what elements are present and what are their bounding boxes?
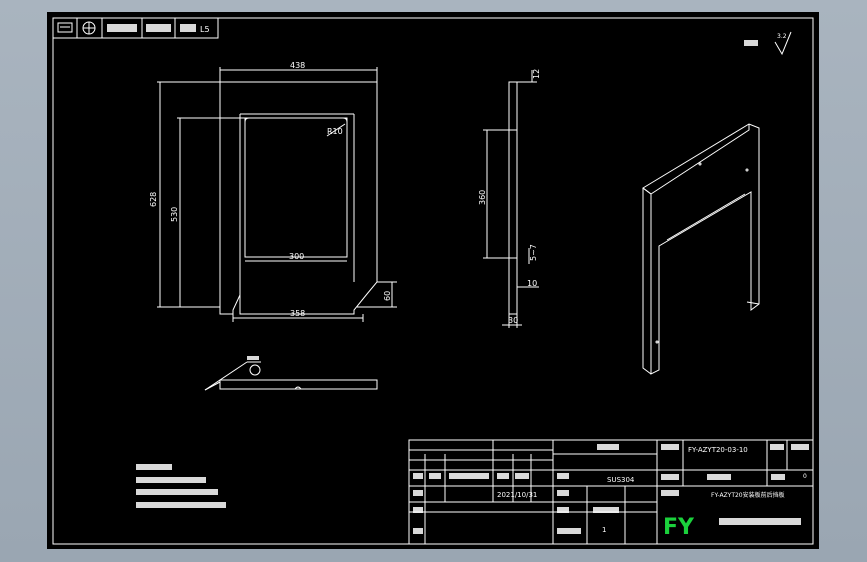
scale-label-glyph	[180, 24, 196, 32]
dim-leg-height: 60	[383, 291, 392, 301]
side-profile	[508, 81, 518, 315]
projection-icon	[57, 22, 73, 33]
drawing-viewport[interactable]: L5 3.2 438 628 530 300 358	[47, 12, 819, 549]
front-inner-outline	[244, 117, 348, 258]
dim-corner-radius: R10	[327, 127, 343, 136]
dim-side-gap: 5~7	[529, 244, 538, 261]
weight-value: 0	[803, 473, 807, 480]
cad-drawing: L5 3.2 438 628 530 300 358	[52, 17, 814, 545]
view-label-glyph	[107, 24, 137, 32]
bottom-view	[204, 356, 378, 391]
dim-outer-span: 358	[290, 309, 305, 318]
dim-front-height: 628	[149, 192, 158, 207]
quantity-value: 1	[602, 526, 606, 534]
weld-symbol-icon	[204, 356, 261, 391]
bottom-view-profile	[219, 379, 378, 390]
dim-side-thickness: 30	[508, 316, 518, 325]
title-block: FY-AZYT20-03-10 SUS304 2021/10/31 1 0 FY…	[408, 439, 814, 545]
date-value: 2021/10/31	[497, 491, 537, 499]
dim-front-width: 438	[290, 61, 305, 70]
dim-side-height: 360	[478, 190, 487, 205]
side-view: 12 360 5~7 10 30	[478, 69, 541, 328]
surface-roughness-symbol: 3.2	[744, 31, 792, 56]
dim-inner-height: 530	[170, 207, 179, 222]
front-view: 438 628 530 300 358 60 R10	[149, 61, 397, 322]
roughness-value: 3.2	[777, 33, 787, 40]
isometric-view	[642, 123, 760, 375]
technical-notes	[136, 464, 226, 508]
drawing-number: FY-AZYT20-03-10	[688, 446, 748, 454]
unit-label-glyph	[146, 24, 171, 32]
dim-inner-span: 300	[289, 252, 304, 261]
scale-label: L5	[200, 25, 210, 34]
drawing-description: FY-AZYT20安装板前后挡板	[711, 491, 785, 499]
front-outer-outline	[219, 81, 378, 315]
angle-view-icon	[82, 21, 96, 35]
top-toolbar: L5	[52, 17, 219, 39]
dim-side-small: 10	[527, 279, 537, 288]
material-value: SUS304	[607, 476, 635, 484]
dim-side-top: 12	[532, 69, 541, 79]
company-logo: FY	[663, 515, 695, 540]
